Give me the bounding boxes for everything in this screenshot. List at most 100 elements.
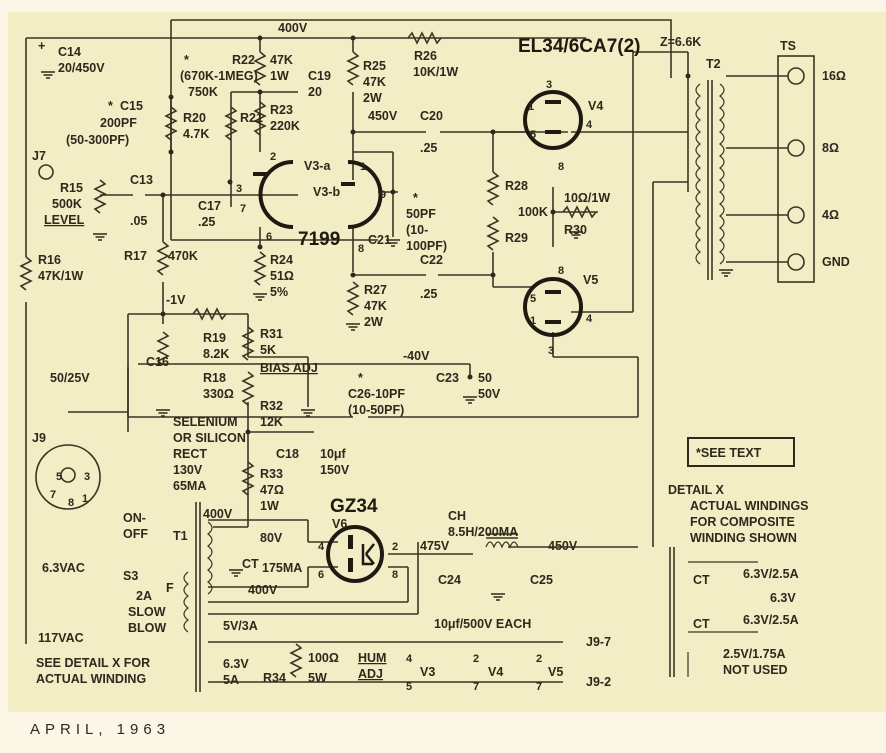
secondary-400v-bottom: 400V [248,583,278,597]
c21-label: C21 [368,233,391,247]
b-plus-475v: 475V [420,539,450,553]
c19-voltage: 450V [368,109,398,123]
secondary-ct: CT [242,557,259,571]
gz34-type-label: GZ34 [330,496,378,517]
r30-label: R30 [564,223,587,237]
v6-pin-8: 8 [392,569,398,581]
j9-pin-3: 3 [84,471,90,483]
c18-label: C18 [276,447,299,461]
v5-heater-pin-7: 7 [536,681,542,693]
schematic-sheet: C14 20/450V + * C15 200PF (50-300PF) R20… [8,12,886,712]
choke-ch [485,533,519,549]
adj-label[interactable]: ADJ [358,667,383,681]
r33-watt: 1W [260,499,279,513]
page-footer-date: APRIL, 1963 [30,721,171,738]
output-tube-type-label: EL34/6CA7(2) [518,36,641,57]
v6-pin-2: 2 [392,541,398,553]
c21-range-2: 100PF) [406,239,447,253]
c13-value: .05 [130,214,147,228]
c15-label: C15 [120,99,143,113]
r21-value: 750K [188,85,218,99]
detail-x-winding-1: 6.3V/2.5A [743,567,799,581]
r25-watt: 2W [363,91,382,105]
detail-x-not-used: NOT USED [723,663,788,677]
tube-v6-gz34 [326,525,384,583]
filament-5v: 5V/3A [223,619,258,633]
r25-value: 47K [363,75,386,89]
r27-label: R27 [364,283,387,297]
c18-value: 10μf [320,447,347,461]
c21-asterisk: * [413,191,418,205]
r24-tolerance: 5% [270,285,288,299]
r22-label: R22 [232,53,255,67]
c21-value: 50PF [406,207,436,221]
v4-label: V4 [588,99,603,113]
c23-value: 50 [478,371,492,385]
rect-line-2: OR SILICON [173,431,246,445]
vac-6-3-label: 6.3VAC [42,561,85,575]
r31-bias-adj[interactable]: BIAS ADJ [260,361,318,375]
j9-label: J9 [32,431,46,445]
tube-v4 [523,90,583,150]
vac-117-label: 117VAC [38,631,84,645]
r22-watt: 1W [270,69,289,83]
v3-pin-8: 8 [358,243,364,255]
c23-voltage: 50V [478,387,501,401]
r24-label: R24 [270,253,293,267]
j9-octal-socket [35,444,101,510]
r25-label: R25 [363,59,386,73]
r15-label: R15 [60,181,83,195]
rect-line-4: 130V [173,463,203,477]
v5-pin-1: 1 [530,315,536,327]
r26-label: R26 [414,49,437,63]
c25-label: C25 [530,573,553,587]
v3-pin-2: 2 [270,151,276,163]
detail-x-winding-2: 6.3V/2.5A [743,613,799,627]
v5-pin-8: 8 [558,265,564,277]
neg-1v-label: -1V [166,293,186,307]
switch-line-1: ON- [123,511,146,525]
ts-label: TS [780,39,796,53]
switch-line-2[interactable]: OFF [123,527,148,541]
wires [25,19,788,683]
v5-heater-label: V5 [548,665,563,679]
r27-value: 47K [364,299,387,313]
j9-pin-5: 5 [56,471,62,483]
r34-value: 100Ω [308,651,339,665]
tap-gnd: GND [822,255,850,269]
secondary-175ma: 175MA [262,561,302,575]
c19-label: C19 [308,69,331,83]
v5-pin-5: 5 [530,293,536,305]
rect-line-5: 65MA [173,479,206,493]
fuse-f-label: F [166,581,174,595]
tap-8-ohm: 8Ω [822,141,839,155]
detail-x-title: DETAIL X [668,483,724,497]
r30-value: 10Ω/1W [564,191,610,205]
b-plus-400v-label: 400V [278,21,308,35]
v3-pin-3: 3 [236,183,242,195]
schematic-diagram: C14 20/450V + * C15 200PF (50-300PF) R20… [19,19,850,693]
v4-heater-pin-2: 2 [473,653,479,665]
v4-heater-label: V4 [488,665,503,679]
detail-x-ct-2: CT [693,617,710,631]
v4-pin-1: 1 [528,101,534,113]
v3-pin-1: 1 [360,161,366,173]
detail-x-winding-mid: 6.3V [770,591,796,605]
fuse-rating: 2A [136,589,152,603]
tap-16-ohm: 16Ω [822,69,846,83]
resistors [19,31,597,678]
v4-pin-5: 5 [530,129,536,141]
secondary-400v-top: 400V [203,507,233,521]
r26-value: 10K/1W [413,65,458,79]
detail-x-line-1: ACTUAL WINDINGS [690,499,809,513]
detail-note-line-1: SEE DETAIL X FOR [36,656,150,670]
v3-pin-7: 7 [240,203,246,215]
r21-range: (670K-1MEG) [180,69,258,83]
v3-heater-pin-5: 5 [406,681,412,693]
r23-label: R23 [270,103,293,117]
t2-label: T2 [706,57,721,71]
v5-heater-pin-2: 2 [536,653,542,665]
b-plus-450v: 450V [548,539,578,553]
c18-voltage: 150V [320,463,350,477]
hum-label[interactable]: HUM [358,651,386,665]
